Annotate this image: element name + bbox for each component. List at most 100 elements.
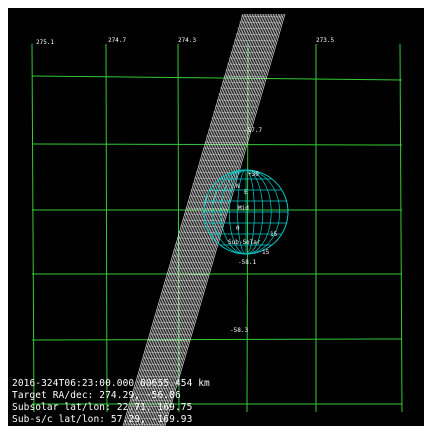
footprint-line bbox=[154, 13, 276, 426]
ra-label: 273.5 bbox=[316, 37, 334, 44]
footprint-crossline bbox=[127, 411, 170, 414]
grid-labels: 275.1 274.7 274.3 273.5 -57.7 -58.1 -58.… bbox=[36, 37, 334, 334]
footprint-crossline bbox=[226, 63, 269, 66]
footprint-crossline bbox=[218, 93, 261, 96]
footprint-crossline bbox=[163, 285, 206, 288]
footprint-crossline bbox=[228, 57, 271, 60]
ra-label: 274.7 bbox=[108, 37, 126, 44]
footprint-crossline bbox=[176, 237, 219, 240]
footprint-line bbox=[133, 13, 255, 426]
footprint-crossline bbox=[202, 147, 245, 150]
planet-disk bbox=[203, 169, 289, 255]
footprint-line bbox=[158, 13, 279, 426]
footprint-crossline bbox=[182, 219, 225, 222]
grid-dec-line bbox=[31, 75, 403, 81]
footprint-line bbox=[163, 13, 284, 426]
footprint-crossline bbox=[221, 81, 264, 84]
footprint-crossline bbox=[213, 111, 256, 114]
footprint-crossline bbox=[152, 321, 195, 324]
footprint-line bbox=[132, 13, 254, 426]
footprint-crossline bbox=[207, 129, 250, 132]
time-value: 2016-324T06:23:00.000 bbox=[12, 378, 135, 389]
instrument-footprint-swath bbox=[122, 13, 286, 426]
footprint-line bbox=[156, 13, 278, 426]
footprint-line bbox=[135, 13, 257, 426]
footprint-crossline bbox=[123, 423, 166, 426]
footprint-crossline bbox=[161, 291, 204, 294]
footprint-crossline bbox=[132, 393, 175, 396]
footprint-crossline bbox=[140, 363, 183, 366]
footprint-crossline bbox=[147, 339, 190, 342]
footprint-crossline bbox=[164, 279, 207, 282]
footprint-crossline bbox=[201, 153, 244, 156]
range-value: 80655.454 km bbox=[140, 378, 210, 389]
footprint-crossline bbox=[216, 99, 259, 102]
footprint-crossline bbox=[137, 375, 180, 378]
radec-grid bbox=[31, 43, 403, 413]
footprint-crossline bbox=[197, 165, 240, 168]
footprint-line bbox=[150, 13, 271, 426]
footprint-crossline bbox=[135, 381, 178, 384]
footprint-crossline bbox=[145, 345, 188, 348]
footprint-crossline bbox=[206, 135, 249, 138]
planet-lon-label: 15 bbox=[270, 231, 278, 238]
planet-mid-label: Mid bbox=[238, 205, 249, 212]
ra-label: 274.3 bbox=[178, 37, 196, 44]
footprint-crossline bbox=[166, 273, 209, 276]
grid-ra-line bbox=[399, 43, 403, 413]
planet-lon-label: 0 bbox=[236, 225, 240, 232]
footprint-crossline bbox=[180, 225, 223, 228]
footprint-line bbox=[142, 13, 263, 426]
footprint-crossline bbox=[168, 267, 211, 270]
planet-east-label: E bbox=[244, 189, 248, 196]
subsolar-label: Sub-Solar bbox=[228, 239, 261, 246]
dec-label: -57.7 bbox=[244, 127, 262, 134]
footprint-crossline bbox=[128, 405, 171, 408]
footprint-crossline bbox=[187, 201, 230, 204]
footprint-crossline bbox=[133, 387, 176, 390]
grid-ra-line bbox=[246, 43, 249, 413]
footprint-crossline bbox=[171, 255, 214, 258]
footprint-crossline bbox=[185, 207, 228, 210]
footprint-crossline bbox=[183, 213, 226, 216]
footprint-crossline bbox=[130, 399, 173, 402]
footprint-line bbox=[164, 13, 286, 426]
footprint-crossline bbox=[230, 51, 273, 54]
footprint-crossline bbox=[139, 369, 182, 372]
planet-labels: +30 N E Mid 0 15 15 Sub-Solar bbox=[228, 171, 278, 256]
sky-plot-canvas[interactable]: 275.1 274.7 274.3 273.5 -57.7 -58.1 -58.… bbox=[8, 8, 424, 426]
footprint-crossline bbox=[158, 303, 201, 306]
footprint-line bbox=[137, 13, 258, 426]
subspacecraft-readout: Sub-s/c lat/lon: 57.29, -169.93 bbox=[12, 414, 193, 425]
footprint-crossline bbox=[235, 33, 278, 36]
footprint-line bbox=[146, 13, 268, 426]
footprint-line bbox=[153, 13, 275, 426]
footprint-crossline bbox=[190, 189, 233, 192]
footprint-crossline bbox=[178, 231, 221, 234]
footprint-line bbox=[148, 13, 270, 426]
subsolar-readout: Subsolar lat/lon: 22.71, 169.75 bbox=[12, 402, 193, 413]
footprint-crossline bbox=[225, 69, 268, 72]
footprint-crossline bbox=[156, 309, 199, 312]
footprint-crossline bbox=[237, 27, 280, 30]
footprint-crossline bbox=[192, 183, 235, 186]
target-radec-readout: Target RA/dec: 274.29, -56.86 bbox=[12, 390, 181, 401]
ra-label: 275.1 bbox=[36, 39, 54, 46]
footprint-crossline bbox=[238, 21, 281, 24]
dec-label: -58.3 bbox=[230, 327, 248, 334]
footprint-crossline bbox=[209, 123, 252, 126]
dec-label: -58.1 bbox=[238, 259, 256, 266]
footprint-crossline bbox=[144, 351, 187, 354]
grid-dec-line bbox=[31, 143, 403, 146]
footprint-crossline bbox=[240, 15, 283, 18]
grid-ra-line bbox=[31, 43, 35, 413]
footprint-crossline bbox=[154, 315, 197, 318]
grid-ra-line bbox=[105, 43, 108, 413]
time-range-readout: 2016-324T06:23:00.000 80655.454 km bbox=[12, 378, 210, 390]
footprint-crossline bbox=[142, 357, 185, 360]
footprint-crossline bbox=[151, 327, 194, 330]
footprint-crossline bbox=[199, 159, 242, 162]
footprint-line bbox=[161, 13, 283, 426]
footprint-crossline bbox=[211, 117, 254, 120]
